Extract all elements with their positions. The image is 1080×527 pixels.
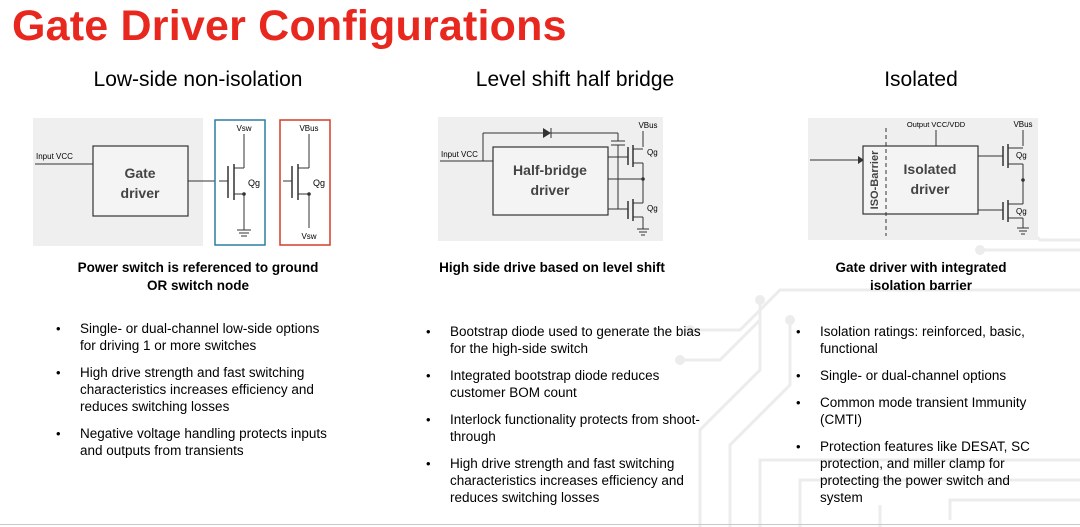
bullet-item: Single- or dual-channel options [794,367,1054,384]
column-heading-level-shift: Level shift half bridge [475,68,675,91]
switch1-gate-label: Qg [248,178,260,188]
bullet-item: Negative voltage handling protects input… [54,425,334,459]
caption-low-side-line1: Power switch is referenced to ground [77,260,319,275]
switch1-top-label: Vsw [236,124,251,133]
high-gate-label: Qg [1016,151,1027,160]
bootstrap-diode-icon [543,128,551,138]
bullet-item: Integrated bootstrap diode reduces custo… [424,367,704,401]
column-heading-isolated: Isolated [884,68,958,91]
vbus-label: VBus [1013,120,1032,129]
isolated-label-2: driver [911,181,950,197]
isolated-label-1: Isolated [904,161,957,177]
bullet-item: Protection features like DESAT, SC prote… [794,438,1054,506]
high-side-switch-box [279,119,331,246]
bullet-item: Interlock functionality protects from sh… [424,411,704,445]
iso-barrier-label: ISO-Barrier [869,150,881,209]
bullet-item: High drive strength and fast switching c… [54,364,334,415]
caption-isolated: Gate driver with integrated isolation ba… [751,259,1080,295]
caption-isolated-line1: Gate driver with integrated [835,260,1007,275]
low-side-diagram: Input VCC Gate driver Vsw Qg VBus Qg Vsw [33,118,331,246]
bullets-level-shift: Bootstrap diode used to generate the bia… [424,323,704,516]
switch2-top-label: VBus [299,124,318,133]
caption-low-side: Power switch is referenced to ground OR … [28,259,368,295]
gate-driver-label-1: Gate [124,165,155,181]
switch2-gate-label: Qg [313,178,325,188]
page-title: Gate Driver Configurations [12,2,567,50]
gate-driver-label-2: driver [121,185,160,201]
bullet-item: Common mode transient Immunity (CMTI) [794,394,1054,428]
bullet-item: Single- or dual-channel low-side options… [54,320,334,354]
half-bridge-driver-block [492,146,609,216]
bullet-item: Isolation ratings: reinforced, basic, fu… [794,323,1054,357]
input-vcc-label: Input VCC [36,152,73,161]
isolated-driver-block [862,145,979,215]
caption-level-shift: High side drive based on level shift [382,259,722,277]
input-vcc-label: Input VCC [441,150,478,159]
bullets-isolated: Isolation ratings: reinforced, basic, fu… [794,323,1054,516]
switch2-bottom-label: Vsw [301,232,316,241]
column-heading-low-side: Low-side non-isolation [93,68,303,91]
low-side-switch-box [214,119,266,246]
low-gate-label: Qg [647,204,658,213]
high-gate-label: Qg [647,148,658,157]
half-bridge-label-2: driver [531,182,570,198]
level-shift-diagram: Input VCC Half-bridge driver VBus Qg Qg [438,117,663,241]
output-vcc-label: Output VCC/VDD [907,120,966,129]
bottom-divider [0,524,1080,525]
caption-level-shift-line1: High side drive based on level shift [439,260,665,275]
isolated-diagram: Output VCC/VDD VBus ISO-Barrier Isolated… [808,118,1038,240]
caption-isolated-line2: isolation barrier [869,278,973,293]
bullets-low-side: Single- or dual-channel low-side options… [54,320,334,469]
vbus-label: VBus [638,121,657,130]
gate-driver-block [92,145,189,217]
caption-low-side-line2: OR switch node [146,278,249,293]
half-bridge-label-1: Half-bridge [513,162,587,178]
bullet-item: High drive strength and fast switching c… [424,455,704,506]
bullet-item: Bootstrap diode used to generate the bia… [424,323,704,357]
low-gate-label: Qg [1016,207,1027,216]
